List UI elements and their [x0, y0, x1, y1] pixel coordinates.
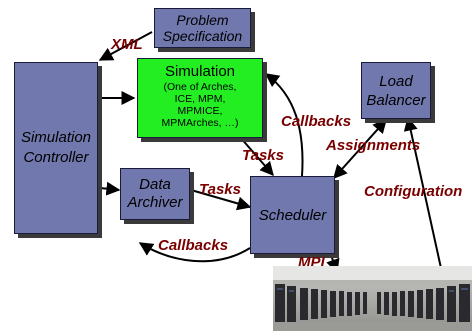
tasks-mid-label: Tasks: [199, 181, 241, 198]
problem-specification-box: Problem Specification: [154, 8, 251, 48]
arrow-scheduler-to-archiver: [138, 242, 251, 263]
data-archiver-box: Data Archiver: [120, 168, 190, 220]
server-racks: [273, 266, 472, 331]
server-cluster-photo: [273, 266, 472, 331]
callbacks-bottom-label: Callbacks: [158, 237, 229, 254]
simulation-box: Simulation (One of Arches, ICE, MPM, MPM…: [137, 58, 263, 138]
assignments-label: Assignments: [326, 137, 421, 154]
simulation-title: Simulation: [164, 63, 236, 80]
arrow-scheduler-to-simulation: [264, 73, 304, 177]
data-archiver-label: Data Archiver: [127, 176, 183, 211]
simulation-controller-box: Simulation Controller: [14, 62, 98, 234]
scheduler-box: Scheduler: [250, 176, 335, 254]
arrow-archiver-to-scheduler: [190, 189, 252, 211]
configuration-label: Configuration: [364, 183, 463, 200]
scheduler-label: Scheduler: [258, 206, 327, 224]
arrow-balancer-scheduler: [333, 118, 387, 180]
callbacks-top-label: Callbacks: [281, 113, 352, 130]
xml-label: XML: [111, 36, 143, 53]
simulation-detail: (One of Arches, ICE, MPM, MPMICE, MPMArc…: [161, 81, 239, 129]
load-balancer-label: Load Balancer: [366, 72, 426, 109]
load-balancer-box: Load Balancer: [361, 62, 431, 119]
tasks-left-label: Tasks: [242, 147, 284, 164]
arrow-spec-to-controller: [98, 31, 153, 61]
simulation-controller-label: Simulation Controller: [20, 129, 92, 166]
problem-specification-label: Problem Specification: [162, 12, 243, 44]
arrow-simulation-to-scheduler: [239, 136, 274, 177]
arrow-controller-to-archiver: [99, 181, 121, 196]
